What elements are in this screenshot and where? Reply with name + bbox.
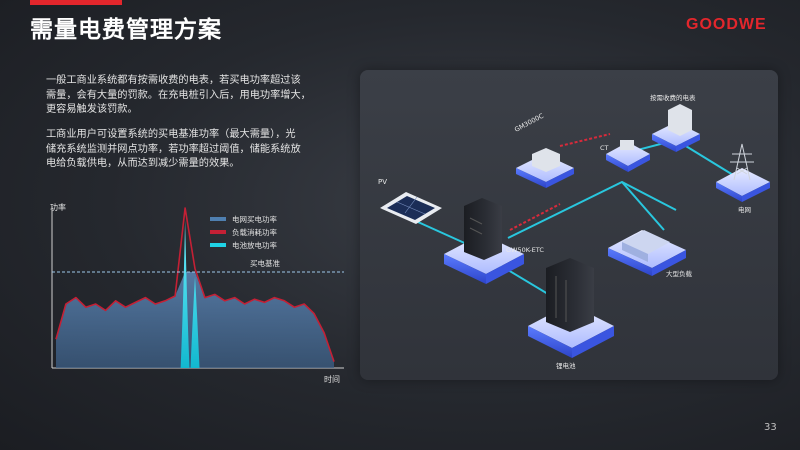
large-load: 大型负载 [608,230,693,278]
smart-meter: GM3000C [513,112,574,188]
load-label: 大型负载 [666,269,693,278]
grid-base-right [742,182,770,202]
title-accent-bar [30,0,122,5]
chart-areas [55,207,335,368]
inverter-vent [469,217,483,225]
demand-chart-svg: 功率 时间 买电基准 电网买电功率 负载消耗功率 电池放电功率 [50,202,344,384]
solution-paragraph: 工商业用户可设置系统的买电基准功率（最大需量），光 储充系统监测并网点功率，若功… [46,128,346,172]
factory-roof [622,230,670,254]
grid: 电网 [716,143,770,214]
cable-busbar-load [621,181,665,231]
legend-swatch-battery [210,243,226,247]
battery-label: 锂电池 [556,361,576,370]
inverter-label: GW50K-ETC [506,246,544,254]
factory-wall [622,242,648,262]
inverter-vent [469,227,483,235]
threshold-label: 买电基准 [250,258,280,268]
pv-label: PV [378,178,387,186]
inverter-base-right [486,254,524,284]
grid-base-top [716,168,770,196]
page-title: 需量电费管理方案 [30,17,222,43]
legend-swatch-load [210,230,226,234]
battery-cabinet [546,258,594,332]
smart-meter-base-right [546,168,574,188]
smart-meter-base-left [516,168,546,188]
power-tower-icon [730,143,754,181]
legend-label-battery: 电池放电功率 [232,240,277,250]
pv-panel: PV [378,178,442,224]
solution-line-1: 工商业用户可设置系统的买电基准功率（最大需量），光 [46,129,296,140]
intro-line-1: 一般工商业系统都有按需收费的电表，若买电功率超过该 [46,75,301,86]
demand-chart: 功率 时间 买电基准 电网买电功率 负载消耗功率 电池放电功率 [40,196,360,392]
ct-label: CT [600,144,609,152]
tower-brace [736,167,748,175]
system-diagram: PV GW50K-ETC 锂电池 GM300 [378,93,770,370]
system-diagram-panel: PV GW50K-ETC 锂电池 GM300 [360,70,778,380]
intro-line-2: 需量，会有大量的罚款。在充电桩引入后，用电功率增大， [46,89,311,101]
legend-label-grid: 电网买电功率 [232,214,277,224]
load-base-left [608,248,652,276]
intro-paragraph: 一般工商业系统都有按需收费的电表，若买电功率超过该 需量，会有大量的罚款。在充电… [46,74,346,118]
grid-label: 电网 [738,205,751,214]
inverter-cabinet [464,198,502,260]
demand-meter-base-right [676,134,700,152]
battery-base-right [572,326,614,358]
demand-meter-body [668,104,692,136]
load-power-line [55,207,335,362]
ct-base-left [606,154,628,172]
inverter-base-left [444,254,486,284]
battery-base-left [528,326,572,358]
solution-line-2: 储充系统监测并网点功率，若功率超过阈值，储能系统放 [46,143,301,155]
intro-line-3: 更容易触发该罚款。 [46,104,138,115]
pv-cell-divider [396,201,426,215]
smart-meter-label: GM3000C [513,112,545,134]
grid-base-left [716,182,742,202]
legend-label-load: 负载消耗功率 [232,227,277,237]
ct-body [620,140,634,150]
load-base-right [652,250,686,276]
tower-legs [733,143,751,181]
comm-line-meter-ct [559,133,611,147]
x-axis-label: 时间 [324,374,340,384]
demand-meter-base-left [652,134,676,152]
chart-legend: 电网买电功率 负载消耗功率 电池放电功率 [210,214,277,250]
ct-sensor: CT [600,140,650,172]
smart-meter-body [532,148,560,172]
battery: 锂电池 [528,258,614,370]
legend-swatch-grid [210,217,226,221]
battery-discharge-area [180,220,200,368]
demand-meter-label: 按需收费的电表 [650,93,696,102]
demand-meter: 按需收费的电表 [650,93,700,152]
pv-cell-divider [404,196,418,214]
inverter: GW50K-ETC [444,198,544,284]
page-number: 33 [764,422,777,433]
y-axis-label: 功率 [50,202,66,212]
comm-line-inverter [509,203,561,231]
cable-inverter-ct [507,180,677,239]
solution-line-3: 电给负载供电，从而达到减少需量的效果。 [46,158,240,169]
ct-base-right [628,154,650,172]
brand-logo: GOODWE [686,16,767,33]
